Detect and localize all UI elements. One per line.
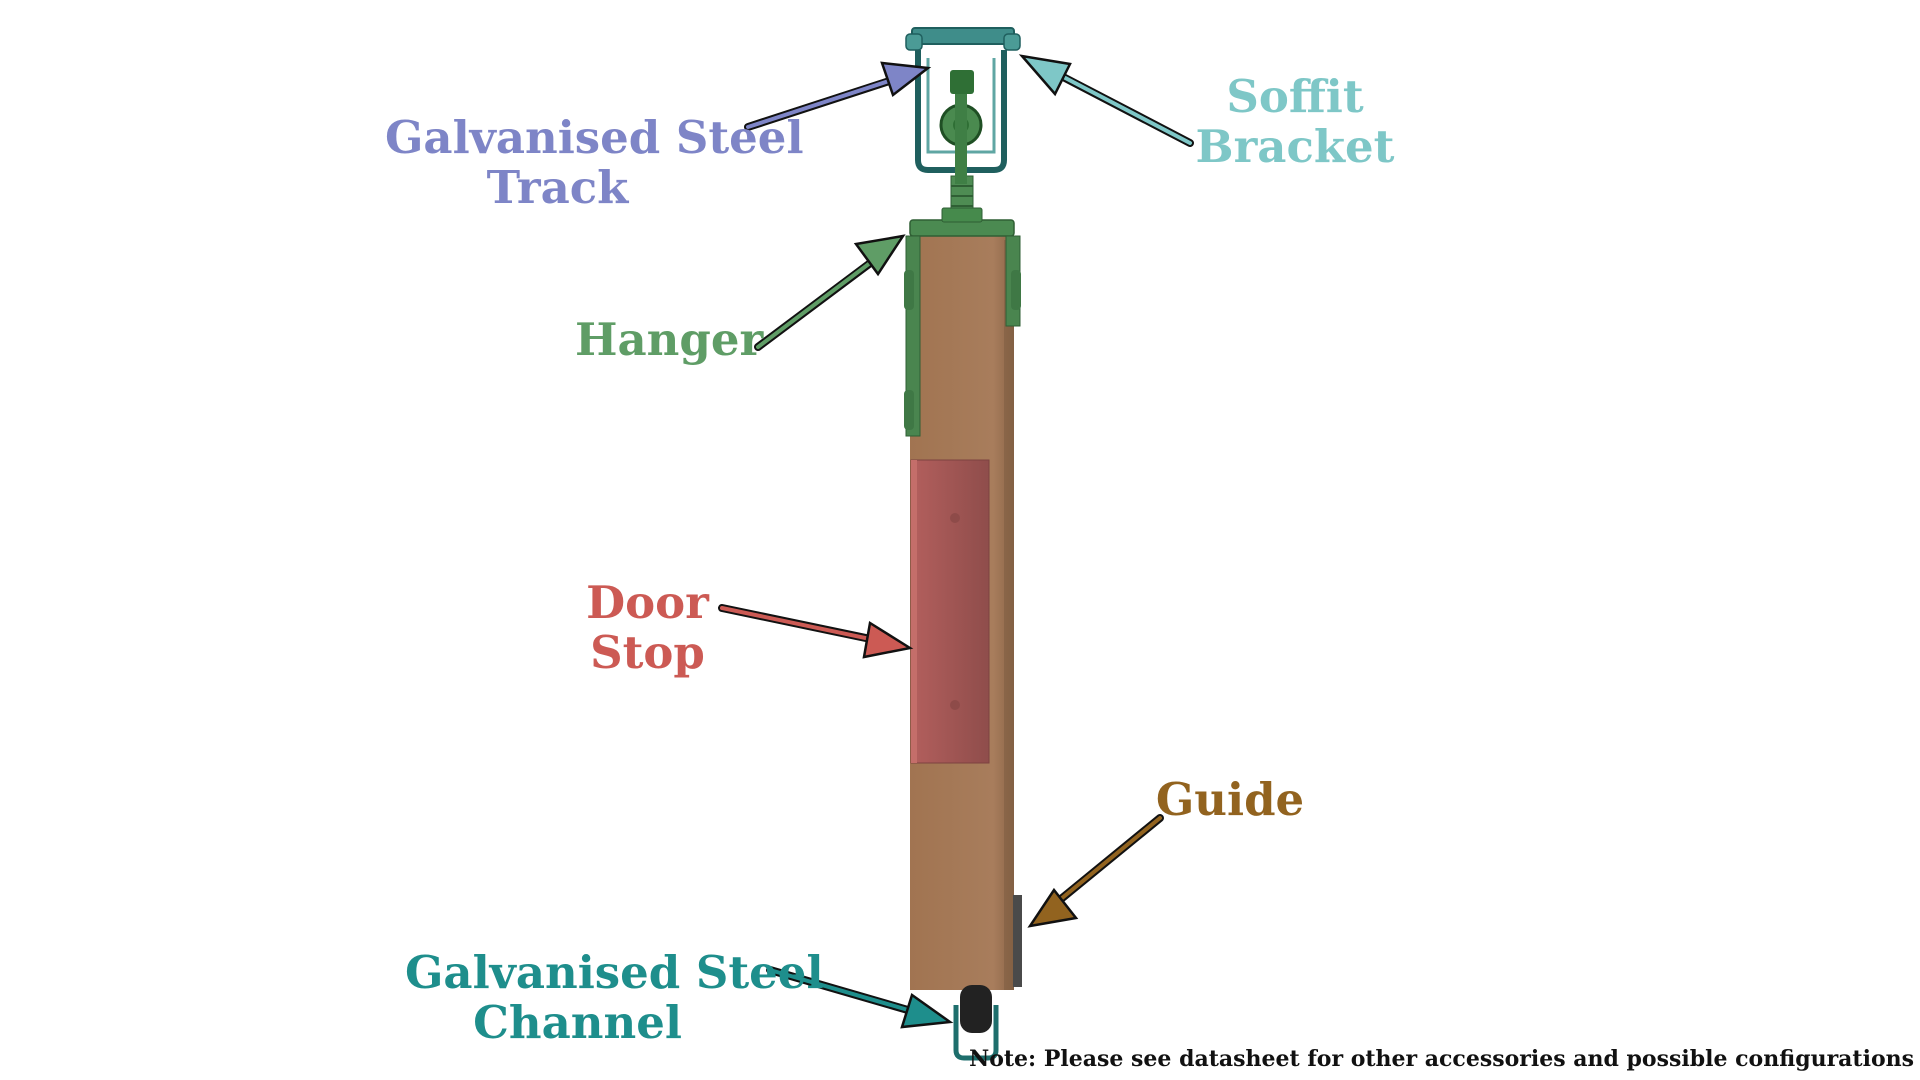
door-shadow-edge	[1004, 240, 1014, 990]
label-line: Channel	[473, 996, 682, 1049]
arrow-soffit	[1018, 54, 1194, 147]
arrow-track	[744, 61, 932, 131]
label-line: Track	[486, 161, 629, 214]
label-line: Galvanised Steel	[385, 111, 804, 164]
trolley-wheels	[939, 70, 983, 184]
label-line: Guide	[1155, 773, 1305, 826]
label-line: Stop	[590, 626, 705, 679]
label-line: Hanger	[575, 313, 764, 366]
arrow-door-stop	[718, 604, 914, 659]
label-guide: Guide	[1155, 775, 1305, 825]
label-line: Door	[586, 576, 709, 629]
galvanised-steel-channel	[953, 985, 999, 1061]
label-galvanised-steel-track: Galvanised Steel Track	[385, 111, 804, 214]
label-hanger: Hanger	[575, 313, 764, 366]
label-soffit-bracket: Soffit Bracket	[1195, 72, 1395, 172]
guide-block	[1013, 895, 1022, 987]
soffit-bracket	[905, 27, 1021, 51]
label-line: Bracket	[1195, 120, 1395, 173]
hanger	[904, 175, 1021, 437]
label-door-stop: Door Stop	[565, 578, 730, 678]
door-stop-block	[910, 459, 990, 764]
footnote: Note: Please see datasheet for other acc…	[969, 1046, 1914, 1072]
label-line: Soffit	[1226, 70, 1364, 123]
arrow-channel	[766, 966, 954, 1029]
arrow-guide	[1027, 814, 1164, 928]
label-line: Galvanised Steel	[405, 946, 824, 999]
label-galvanised-steel-channel: Galvanised Steel Channel	[405, 946, 824, 1049]
arrow-hanger	[754, 234, 906, 351]
